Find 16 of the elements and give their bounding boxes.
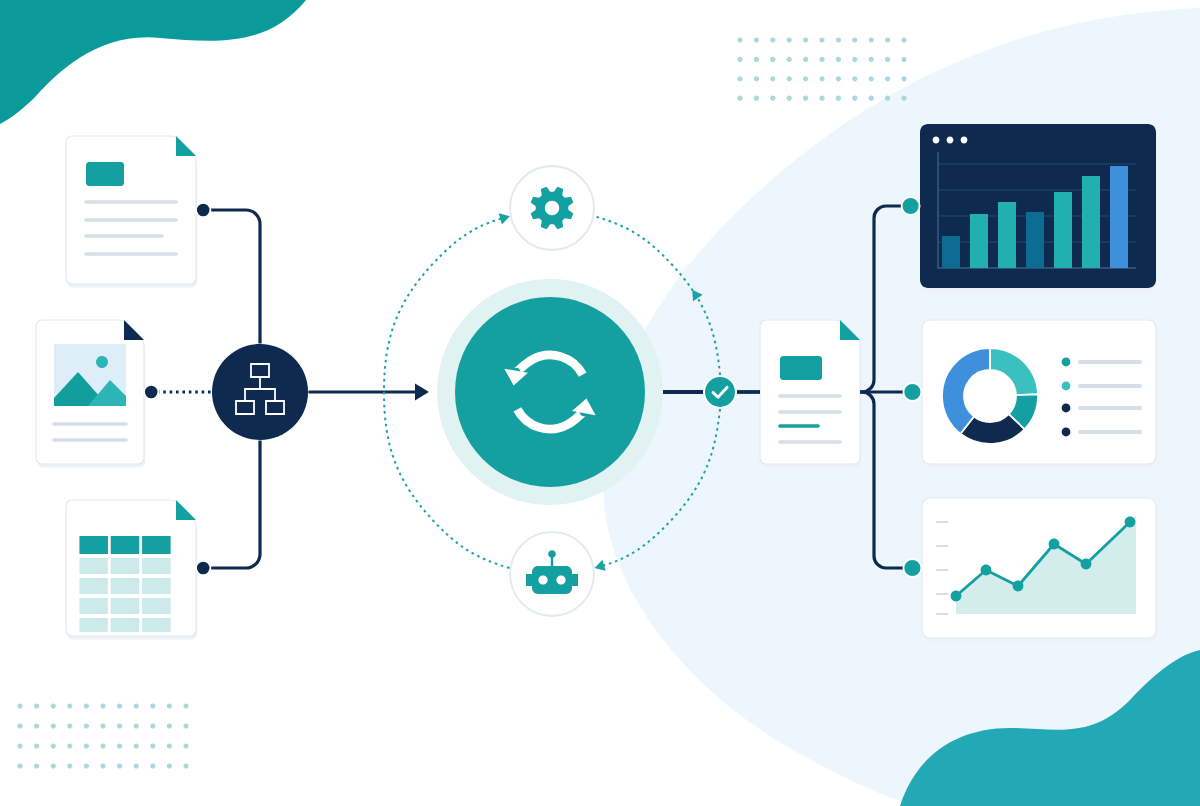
- document-icon: [35, 319, 146, 468]
- dotted-arrow: [593, 215, 721, 376]
- dotted-arrow: [383, 213, 511, 569]
- donut-chart-card: [921, 319, 1158, 468]
- document-icon: [65, 135, 198, 288]
- connector-line: [663, 390, 703, 394]
- connector-line: [737, 390, 760, 394]
- connector-line: [860, 382, 923, 402]
- bar-chart-card: [920, 124, 1158, 292]
- document-icon: [759, 319, 862, 468]
- document-icon: [65, 499, 198, 640]
- connector-line: [195, 440, 262, 577]
- dotted-connector-line: [143, 383, 212, 401]
- line-chart-card: [921, 497, 1158, 642]
- connector-line: [859, 390, 923, 578]
- connector-line: [195, 201, 262, 344]
